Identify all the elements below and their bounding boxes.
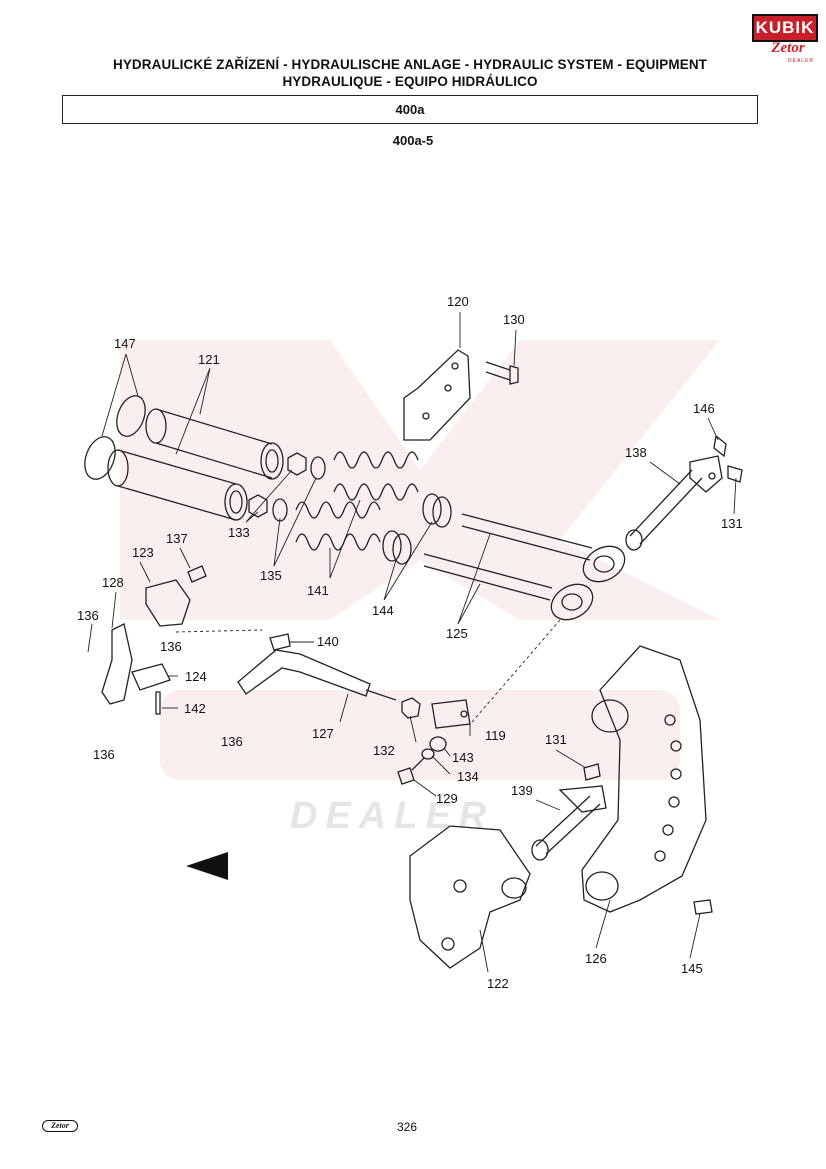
label-144: 144 — [372, 603, 394, 618]
label-125: 125 — [446, 626, 468, 641]
label-121: 121 — [198, 352, 220, 367]
label-147: 147 — [114, 336, 136, 351]
label-136-left: 136 — [77, 608, 99, 623]
screw-131-b — [583, 763, 601, 781]
label-146: 146 — [693, 401, 715, 416]
watermark-text: DEALER — [290, 795, 494, 837]
o-ring-147-a — [84, 436, 116, 480]
page-title: HYDRAULICKÉ ZAŘÍZENÍ - HYDRAULISCHE ANLA… — [60, 56, 760, 90]
title-line-1: HYDRAULICKÉ ZAŘÍZENÍ - HYDRAULISCHE ANLA… — [112, 57, 708, 72]
label-135: 135 — [260, 568, 282, 583]
zetor-logo-text: Zetor — [771, 40, 805, 56]
label-133: 133 — [228, 525, 250, 540]
o-ring-147-b — [116, 395, 146, 437]
label-145: 145 — [681, 961, 703, 976]
label-137: 137 — [166, 531, 188, 546]
label-131-top: 131 — [721, 516, 743, 531]
screw-146 — [713, 434, 727, 458]
label-122: 122 — [487, 976, 509, 991]
label-126: 126 — [585, 951, 607, 966]
pin-138 — [625, 455, 723, 551]
page-number: 326 — [396, 1120, 418, 1134]
bolt-130 — [485, 361, 519, 385]
label-134: 134 — [457, 769, 479, 784]
label-123: 123 — [132, 545, 154, 560]
label-131-bottom: 131 — [545, 732, 567, 747]
label-129: 129 — [436, 791, 458, 806]
pin-142 — [155, 691, 161, 715]
bushing-144-a — [422, 493, 452, 528]
label-140: 140 — [317, 634, 339, 649]
fitting-140 — [269, 633, 291, 651]
bracket-122 — [409, 825, 531, 969]
label-141: 141 — [307, 583, 329, 598]
spring-141-b — [295, 501, 381, 551]
control-rod-127 — [237, 649, 397, 701]
label-132: 132 — [373, 743, 395, 758]
grease-nipple-137 — [187, 565, 207, 583]
label-136-bottom: 136 — [93, 747, 115, 762]
washer-135-a — [310, 456, 326, 480]
block-124 — [131, 663, 171, 691]
screw-145 — [693, 899, 713, 915]
label-142: 142 — [184, 701, 206, 716]
leader-lines — [87, 312, 737, 973]
tie-rod-125-b — [423, 553, 594, 621]
direction-arrow — [186, 852, 228, 880]
kubik-zetor-logo: KUBIK Zetor DEALER — [752, 14, 818, 64]
label-120: 120 — [447, 294, 469, 309]
lever-128 — [101, 623, 133, 705]
screw-131-a — [727, 465, 743, 483]
label-138: 138 — [625, 445, 647, 460]
kubik-logo-text: KUBIK — [752, 14, 818, 42]
rubber-sleeve-121-b — [107, 449, 248, 521]
section-code: 400a — [395, 102, 425, 117]
plate-120 — [403, 349, 471, 441]
washer-134 — [421, 748, 435, 760]
bushing-144-b — [382, 530, 412, 565]
footer-zetor-logo: Zetor — [42, 1120, 78, 1132]
subsection-code: 400a-5 — [392, 133, 434, 148]
spring-141-a — [333, 451, 419, 501]
pin-139 — [531, 785, 607, 861]
washer-143 — [429, 736, 447, 752]
label-139: 139 — [511, 783, 533, 798]
bracket-123 — [145, 579, 191, 627]
rubber-sleeve-121-a — [145, 408, 284, 480]
nut-133-a — [287, 452, 307, 476]
lift-arm-126 — [581, 645, 707, 913]
nut-133-b — [248, 494, 268, 518]
part-labels: 120 130 147 121 146 138 131 133 135 141 … — [77, 294, 743, 991]
label-130: 130 — [503, 312, 525, 327]
tie-rod-125-a — [461, 513, 626, 583]
nut-132 — [401, 697, 421, 719]
label-143: 143 — [452, 750, 474, 765]
label-136-mid: 136 — [160, 639, 182, 654]
title-line-2: HYDRAULIQUE - EQUIPO HIDRÁULICO — [282, 74, 538, 89]
dealer-logo-text: DEALER — [788, 58, 815, 64]
watermark — [120, 340, 720, 780]
label-136-right: 136 — [221, 734, 243, 749]
label-124: 124 — [185, 669, 207, 684]
label-128: 128 — [102, 575, 124, 590]
section-code-box: 400a — [62, 95, 758, 124]
label-127: 127 — [312, 726, 334, 741]
label-119: 119 — [485, 728, 506, 743]
